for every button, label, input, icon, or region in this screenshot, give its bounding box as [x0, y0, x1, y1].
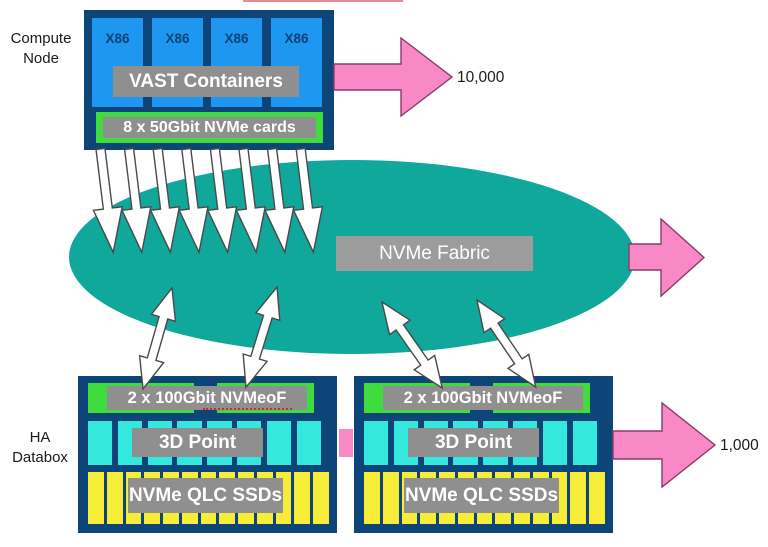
nvram-slot: [364, 421, 389, 465]
nvram-slot: [266, 421, 292, 465]
nvram-slot: [572, 421, 597, 465]
ssd-slot: [570, 472, 587, 524]
databox-left: 2 x 100Gbit NVMeoF 3D Point NVMe QLC SSD…: [78, 376, 337, 533]
top-crop-artifact: [243, 0, 403, 2]
ssd-slot: [106, 472, 123, 524]
nvmeof-label-right: 2 x 100Gbit NVMeoF: [383, 386, 583, 410]
databox-interconnect: [339, 429, 353, 457]
compute-node-box: X86 X86 X86 X86 VAST Containers 8 x 50Gb…: [84, 10, 334, 150]
nvme-cards-bar: 8 x 50Gbit NVMe cards: [96, 112, 323, 143]
spellcheck-underline: [203, 405, 292, 410]
throughput-arrow-top: [333, 36, 454, 118]
nvram-label-right: 3D Point: [408, 428, 539, 457]
nvram-label-left: 3D Point: [132, 428, 263, 457]
throughput-arrow-middle: [628, 217, 706, 298]
databox-right: 2 x 100Gbit NVMeoF 3D Point NVMe QLC SSD…: [354, 376, 613, 533]
ha-databox-label: HA Databox: [12, 429, 68, 467]
vast-containers-label: VAST Containers: [113, 66, 299, 97]
nvram-slot: [296, 421, 321, 465]
throughput-value-bottom: 1,000: [720, 437, 759, 454]
ssd-slot: [88, 472, 104, 524]
compute-node-label: Compute Node: [10, 30, 72, 68]
ssd-slot: [589, 472, 605, 524]
ssd-label-right: NVMe QLC SSDs: [404, 478, 559, 513]
ssd-label-left: NVMe QLC SSDs: [128, 478, 283, 513]
ssd-slot: [294, 472, 311, 524]
nvme-cards-label: 8 x 50Gbit NVMe cards: [103, 117, 316, 138]
ssd-slot: [313, 472, 329, 524]
ssd-slot: [382, 472, 399, 524]
nvram-slot: [542, 421, 568, 465]
nvram-slot: [88, 421, 113, 465]
nvme-fabric-label: NVMe Fabric: [336, 236, 533, 271]
nvmeof-label-left: 2 x 100Gbit NVMeoF: [107, 386, 307, 410]
throughput-value-top: 10,000: [457, 69, 505, 86]
throughput-arrow-bottom: [612, 401, 717, 489]
ssd-slot: [364, 472, 380, 524]
